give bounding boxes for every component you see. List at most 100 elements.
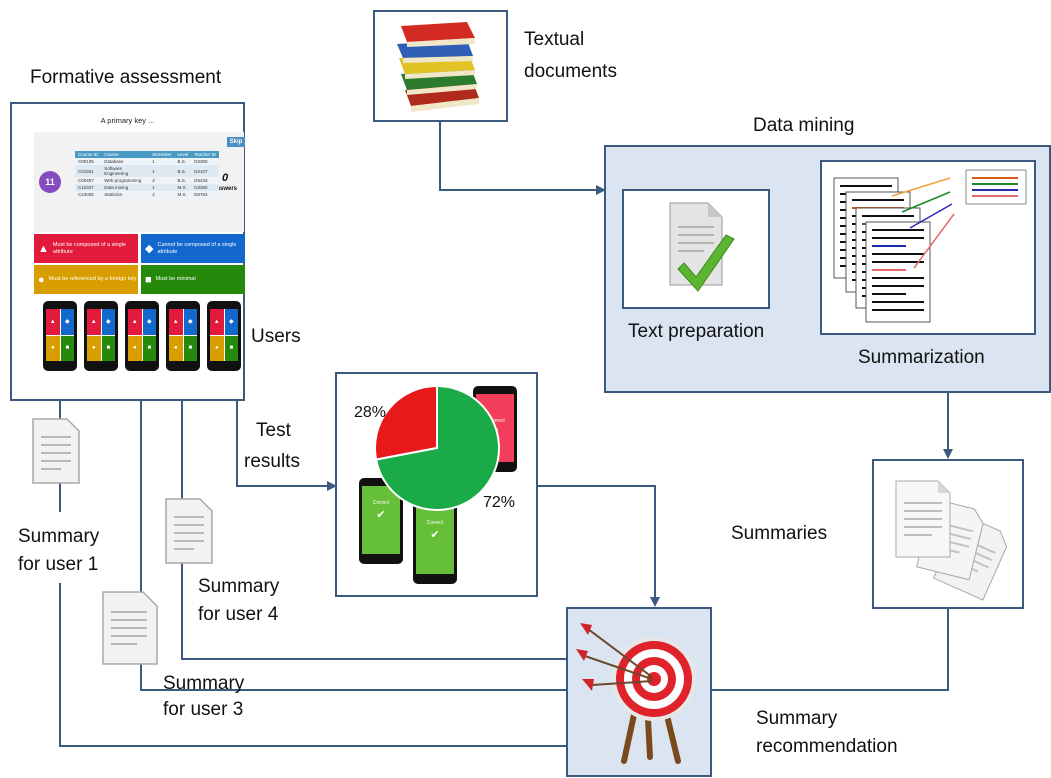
quiz-option[interactable]: ■Must be minimal [141,265,245,294]
table-cell: 2 [149,191,175,198]
option-text: Must be referenced by a foreign key [48,276,137,282]
table-cell: B.S. [174,158,192,165]
table-cell: M.S. [174,184,192,191]
table-cell: Web programming [101,177,150,184]
summary-user1-label-1: Summary [18,526,100,547]
summary-user3-label-2: for user 3 [163,699,244,720]
table-cell: D2107 [191,165,220,177]
svg-text:Correct: Correct [373,500,390,506]
test-results-box: Incorrect ✕ Correct ✔ Correct ✔ 28% 72% [335,372,538,597]
quiz-option[interactable]: ◆Cannot be composed of a single attribut… [141,234,245,263]
user-phone: ▲◆●■ [166,301,200,371]
phone-correct-2: Correct ✔ [413,498,457,584]
table-cell: C10337 [75,184,102,191]
skip-button[interactable]: Skip [227,137,245,147]
textual-documents-label-1: Textual [524,29,585,50]
table-cell: 1 [149,158,175,165]
table-cell: 2 [149,177,175,184]
formative-assessment-box: A primary key ... Skip 11 0 Answers Cour… [10,102,245,401]
test-results-label-1: Test [256,420,291,441]
table-cell: M.S. [174,191,192,198]
summarization-label: Summarization [858,347,985,368]
data-mining-label: Data mining [753,115,855,136]
text-preparation-label: Text preparation [628,321,765,342]
table-header-cell: Level [174,151,192,158]
summarization-box [820,160,1036,335]
svg-text:Correct: Correct [427,520,444,526]
arrow-summaries-to-rec [712,609,949,691]
table-header-cell: Course ID [75,151,102,158]
summary-recommendation-label-2: recommendation [756,736,898,757]
pie-label-large: 72% [483,494,516,511]
summary-recommendation-box [566,607,712,777]
pie-chart [374,384,500,511]
arrow-rec-to-user4 [177,385,566,660]
table-header-cell: Teacher ID [191,151,220,158]
table-cell: D5433 [191,177,220,184]
arrow-rec-to-user3 [136,385,566,691]
table-cell: D3360 [191,184,220,191]
summary-user4-label-2: for user 4 [198,604,279,625]
table-cell: Software Engineering [101,165,150,177]
summary-user4-label-1: Summary [198,576,280,597]
table-cell: Data mining [101,184,150,191]
summaries-label: Summaries [731,523,828,544]
quiz-question: A primary key ... [100,116,155,125]
svg-text:✔: ✔ [430,529,439,541]
quiz-option[interactable]: ●Must be referenced by a foreign key [34,265,138,294]
table-cell: D3360 [191,158,220,165]
arrow-results-to-rec [538,485,660,607]
checked-document-icon [669,202,735,292]
option-shape-icon: ◆ [145,243,154,255]
formative-assessment-label: Formative assessment [30,67,222,88]
svg-text:Incorrect: Incorrect [485,418,505,424]
table-cell: Database [101,158,150,165]
users-label: Users [251,326,301,347]
summary-doc-icon-user1 [32,418,80,484]
arrow-docs-to-mining [439,122,606,195]
table-cell: C00457 [75,177,102,184]
option-shape-icon: ▲ [38,242,49,255]
table-header-cell: Course [101,151,150,158]
table-header-cell: Semester [149,151,175,158]
textual-documents-label-2: documents [524,61,617,82]
arrow-rec-to-user1 [59,583,566,747]
text-preparation-box [622,189,770,309]
option-shape-icon: ● [38,273,45,286]
table-cell: C00105 [75,158,102,165]
table-cell: 1 [149,184,175,191]
table-cell: B.S. [174,165,192,177]
answers-count: 0 [222,172,229,184]
answers-label: Answers [212,186,238,192]
summary-doc-icon-user3 [102,591,158,665]
summary-user1-label-2: for user 1 [18,554,99,575]
pie-slice [374,384,500,511]
pie-label-small: 28% [354,404,387,421]
target-icon [576,623,696,764]
pie-slice [374,384,438,461]
quiz-option[interactable]: ▲Must be composed of a single attribute [34,234,138,263]
user-phone: ▲◆●■ [43,301,77,371]
user-phone: ▲◆●■ [207,301,241,371]
textual-documents-box [373,10,508,122]
summary-user3-label-1: Summary [163,673,245,694]
summary-doc-icon-user4 [165,498,213,564]
user-phone: ▲◆●■ [125,301,159,371]
summaries-box [872,459,1024,609]
quiz-badge: 11 [39,171,61,193]
phone-correct-1: Correct ✔ [359,478,403,564]
summary-recommendation-label-1: Summary [756,708,838,729]
user-phone: ▲◆●■ [84,301,118,371]
books-icon [397,22,479,112]
table-cell: C01561 [75,165,102,177]
option-text: Cannot be composed of a single attribute [157,241,237,255]
option-shape-icon: ■ [145,273,152,286]
arrow-formative-to-results [236,401,337,491]
